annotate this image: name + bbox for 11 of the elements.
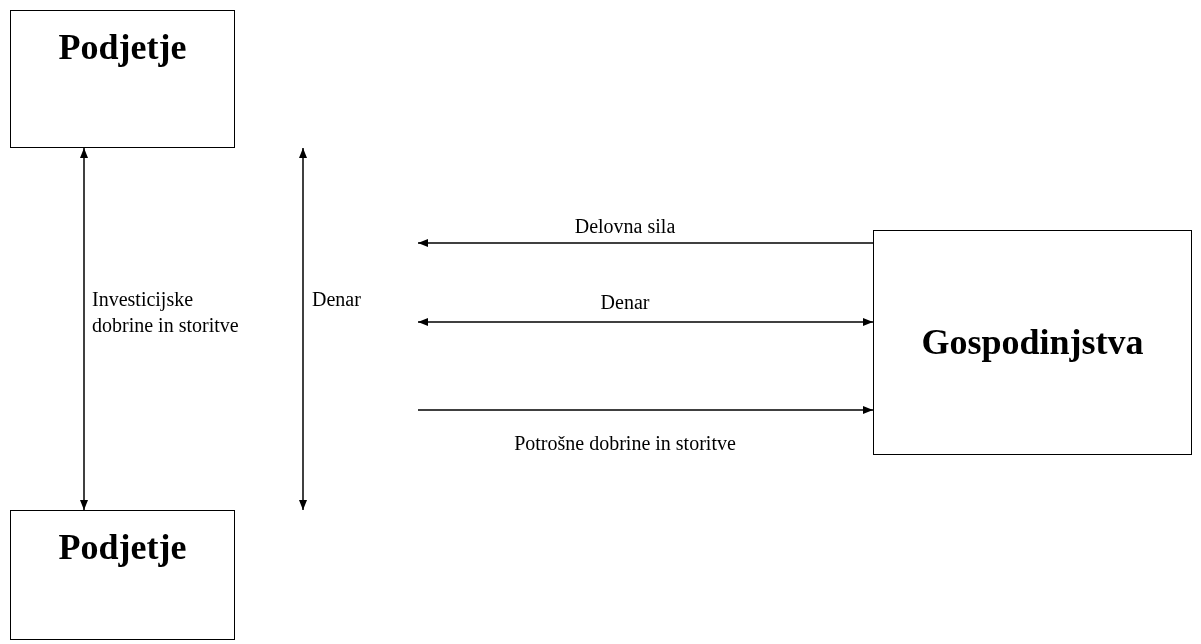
arrow: [417, 406, 874, 414]
entity-box: [10, 510, 235, 640]
arrow: [417, 318, 874, 326]
entity-box: [10, 10, 235, 148]
arrow: [299, 147, 307, 511]
arrow: [80, 147, 88, 511]
entity-box: [873, 230, 1192, 455]
arrow: [417, 239, 874, 247]
box-title: Podjetje: [58, 526, 187, 569]
box-title: Podjetje: [58, 26, 187, 69]
box-title: Gospodinjstva: [921, 321, 1144, 364]
